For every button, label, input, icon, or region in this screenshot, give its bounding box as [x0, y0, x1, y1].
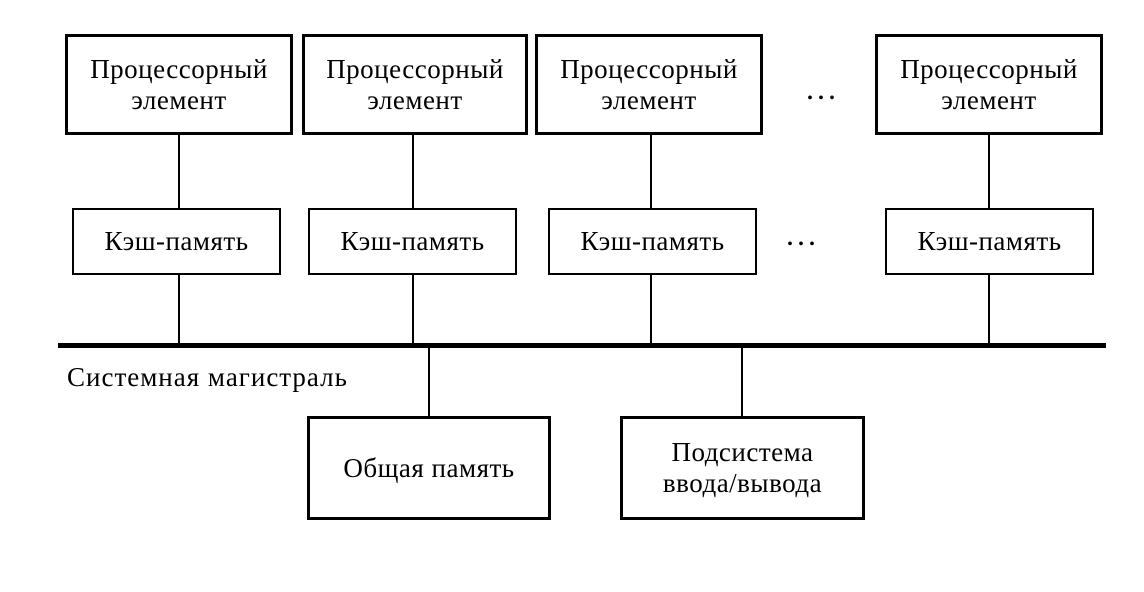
processor-element-box-3: Процессорный элемент [535, 34, 763, 135]
processor-element-box-1: Процессорный элемент [65, 34, 293, 135]
system-bus-line [58, 343, 1106, 348]
cache-memory-label: Кэш-память [340, 226, 485, 256]
cache-row-ellipsis: ... [786, 216, 819, 252]
shared-memory-box: Общая память [307, 416, 551, 520]
processor-element-label-line1: Процессорный [326, 53, 504, 84]
cache-memory-label: Кэш-память [917, 226, 1062, 256]
processor-element-label-line2: элемент [131, 84, 227, 115]
connector-bus-shared-memory [428, 346, 430, 416]
processor-row-ellipsis: ... [806, 70, 839, 106]
connector-processor4-cache4 [988, 135, 990, 210]
io-subsystem-label-line2: ввода/вывода [662, 468, 823, 498]
processor-element-label-line2: элемент [941, 84, 1037, 115]
cache-memory-box-3: Кэш-память [548, 208, 757, 275]
connector-processor3-cache3 [650, 135, 652, 210]
processor-element-label-line1: Процессорный [90, 53, 268, 84]
connector-cache2-bus [412, 273, 414, 345]
io-subsystem-box: Подсистема ввода/вывода [620, 416, 865, 520]
processor-element-label-line1: Процессорный [900, 53, 1078, 84]
cache-memory-box-1: Кэш-память [72, 208, 281, 275]
cache-memory-label: Кэш-память [104, 226, 249, 256]
processor-element-box-2: Процессорный элемент [302, 34, 528, 135]
cache-memory-box-4: Кэш-память [885, 208, 1094, 275]
cache-memory-label: Кэш-память [580, 226, 725, 256]
processor-element-label-line1: Процессорный [560, 53, 738, 84]
connector-cache1-bus [178, 273, 180, 345]
connector-cache3-bus [650, 273, 652, 345]
processor-element-label-line2: элемент [601, 84, 697, 115]
processor-element-label-line2: элемент [367, 84, 463, 115]
connector-processor1-cache1 [178, 135, 180, 210]
connector-bus-io-subsystem [741, 346, 743, 416]
system-bus-label: Системная магистраль [67, 362, 348, 392]
connector-cache4-bus [988, 273, 990, 345]
connector-processor2-cache2 [412, 135, 414, 210]
processor-element-box-4: Процессорный элемент [875, 34, 1103, 135]
shared-memory-label: Общая память [343, 452, 515, 483]
cache-memory-box-2: Кэш-память [308, 208, 517, 275]
io-subsystem-label-line1: Подсистема [671, 437, 814, 467]
